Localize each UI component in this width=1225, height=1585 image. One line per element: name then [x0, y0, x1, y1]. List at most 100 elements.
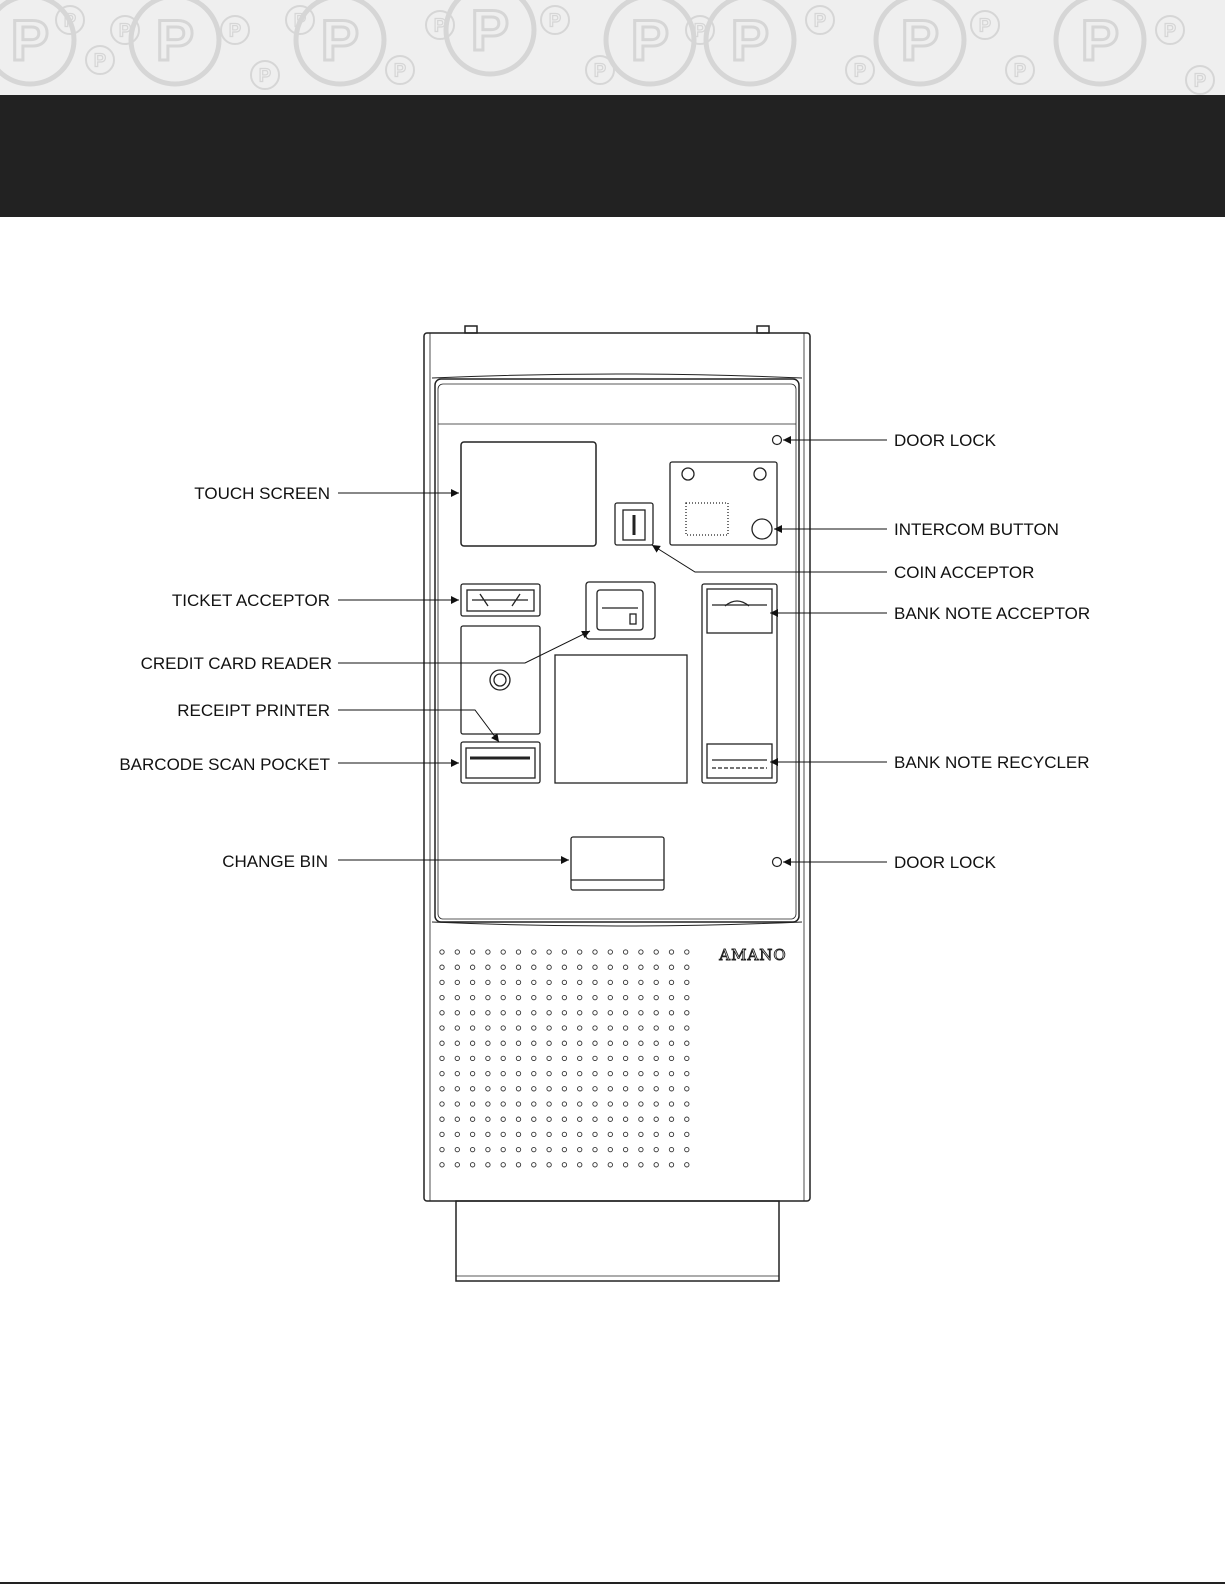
bank-note-recycler [707, 744, 772, 778]
label-door-lock-top: DOOR LOCK [894, 431, 997, 450]
vent-hole [470, 1041, 474, 1045]
vent-hole [639, 950, 643, 954]
intercom-panel [670, 462, 777, 545]
vent-hole [685, 1056, 689, 1060]
vent-hole [562, 1087, 566, 1091]
vent-hole [669, 1102, 673, 1106]
vent-hole [547, 1163, 551, 1167]
vent-hole [501, 1041, 505, 1045]
vent-hole [547, 1087, 551, 1091]
vent-hole [623, 1163, 627, 1167]
vent-hole [593, 1147, 597, 1151]
leader-receipt-printer [338, 710, 499, 742]
vent-hole [516, 1163, 520, 1167]
vent-hole [440, 1102, 444, 1106]
vent-hole [547, 980, 551, 984]
vent-hole [654, 1163, 658, 1167]
vent-hole [623, 1117, 627, 1121]
vent-hole [562, 1132, 566, 1136]
barcode-scan-pocket [461, 742, 540, 783]
vent-hole [654, 1102, 658, 1106]
bank-note-column [702, 584, 777, 783]
vent-hole [654, 1147, 658, 1151]
vent-hole [639, 1071, 643, 1075]
vent-hole [685, 965, 689, 969]
vent-hole [654, 980, 658, 984]
vent-hole [532, 980, 536, 984]
vent-hole [486, 1117, 490, 1121]
vent-hole [486, 1026, 490, 1030]
vent-hole [685, 950, 689, 954]
vent-hole [516, 1132, 520, 1136]
vent-hole [685, 1087, 689, 1091]
vent-hole [455, 995, 459, 999]
vent-hole [501, 1117, 505, 1121]
vent-hole [562, 1102, 566, 1106]
vent-hole [608, 1056, 612, 1060]
label-credit-card-reader: CREDIT CARD READER [141, 654, 332, 673]
vent-hole [593, 965, 597, 969]
vent-hole [486, 1056, 490, 1060]
vent-hole [547, 1011, 551, 1015]
vent-hole [669, 995, 673, 999]
vent-hole [547, 1117, 551, 1121]
vent-hole [623, 1056, 627, 1060]
vent-hole [470, 950, 474, 954]
vent-hole [593, 1132, 597, 1136]
vent-hole [455, 1132, 459, 1136]
footer-rule [0, 1582, 1225, 1584]
vent-hole [593, 1117, 597, 1121]
vent-hole [654, 950, 658, 954]
vent-hole [470, 1087, 474, 1091]
vent-hole [532, 965, 536, 969]
vent-hole [440, 1117, 444, 1121]
vent-hole [562, 1056, 566, 1060]
machine-body [424, 326, 810, 1281]
vent-hole [562, 995, 566, 999]
vent-hole [578, 1071, 582, 1075]
label-receipt-printer: RECEIPT PRINTER [177, 701, 330, 720]
vent-hole [547, 1071, 551, 1075]
vent-hole [578, 1163, 582, 1167]
vent-hole [578, 1102, 582, 1106]
vent-hole [623, 1041, 627, 1045]
vent-hole [623, 1132, 627, 1136]
vent-hole [608, 1163, 612, 1167]
vent-hole [654, 1026, 658, 1030]
vent-hole [593, 1087, 597, 1091]
vent-hole [501, 1026, 505, 1030]
vent-hole [440, 1087, 444, 1091]
vent-hole [470, 1071, 474, 1075]
vent-hole [593, 1056, 597, 1060]
vent-hole [455, 1163, 459, 1167]
vent-hole [654, 1071, 658, 1075]
vent-hole [516, 1041, 520, 1045]
vent-hole [669, 1011, 673, 1015]
vent-hole [623, 1147, 627, 1151]
vent-hole [440, 1147, 444, 1151]
vent-hole [593, 950, 597, 954]
vent-hole [470, 1056, 474, 1060]
vent-hole [639, 1102, 643, 1106]
vent-hole [516, 1071, 520, 1075]
door-lock-top [773, 436, 782, 445]
vent-hole [669, 1132, 673, 1136]
vent-hole [593, 1026, 597, 1030]
vent-hole [486, 1011, 490, 1015]
vent-hole [623, 1102, 627, 1106]
vent-hole [654, 1087, 658, 1091]
vent-hole [470, 1147, 474, 1151]
vent-hole [654, 995, 658, 999]
vent-hole [608, 1087, 612, 1091]
vent-hole [623, 1026, 627, 1030]
label-door-lock-bottom: DOOR LOCK [894, 853, 997, 872]
vent-hole [470, 1163, 474, 1167]
vent-hole [440, 1011, 444, 1015]
vent-hole [486, 1147, 490, 1151]
vent-hole [608, 1132, 612, 1136]
vent-hole [654, 1011, 658, 1015]
vent-hole [501, 1147, 505, 1151]
vent-hole [623, 1011, 627, 1015]
vent-hole [562, 980, 566, 984]
vent-hole [547, 995, 551, 999]
